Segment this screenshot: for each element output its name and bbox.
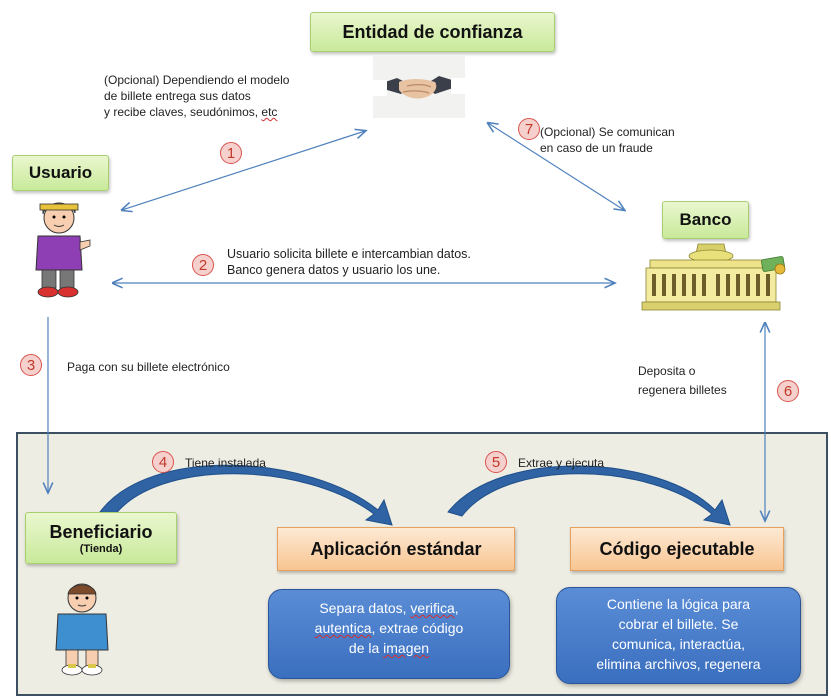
beneficiary-box: Beneficiario (Tienda) — [25, 512, 177, 564]
user-label: Usuario — [28, 163, 93, 182]
note-step-5: Extrae y ejecuta — [518, 456, 605, 470]
exec-code-box: Código ejecutable — [570, 527, 784, 571]
beneficiary-sublabel: (Tienda) — [79, 542, 123, 555]
standard-app-label: Aplicación estándar — [310, 538, 482, 559]
step-badge-3: 3 — [20, 354, 42, 376]
step-badge-4: 4 — [152, 451, 174, 473]
money-icon — [761, 256, 786, 275]
trusted-entity-box: Entidad de confianza — [310, 12, 555, 52]
user-box: Usuario — [12, 155, 109, 191]
note-step-2: Usuario solicita billete e intercambian … — [227, 247, 471, 277]
arrow-user-entity — [122, 131, 365, 210]
step-badge-1: 1 — [220, 142, 242, 164]
bank-label: Banco — [679, 210, 732, 229]
note-step-7: (Opcional) Se comunican en caso de un fr… — [540, 125, 675, 155]
note-step-1: (Opcional) Dependiendo el modelo de bill… — [104, 73, 290, 119]
beneficiary-label: Beneficiario — [49, 521, 153, 542]
step-badge-6: 6 — [777, 380, 799, 402]
step-badge-5: 5 — [485, 451, 507, 473]
bank-building-icon — [641, 243, 781, 311]
exec-code-description: Contiene la lógica para cobrar el billet… — [556, 587, 801, 684]
standard-app-description: Separa datos, verifica, autentica, extra… — [268, 589, 510, 679]
exec-code-label: Código ejecutable — [599, 538, 755, 559]
step-badge-7: 7 — [518, 118, 540, 140]
curved-arrow-4 — [99, 464, 393, 526]
note-step-6: Deposita o regenera billetes — [638, 364, 727, 397]
beneficiary-character-icon — [55, 583, 109, 676]
note-step-3: Paga con su billete electrónico — [67, 360, 230, 374]
arrow-entity-bank — [488, 123, 624, 210]
user-character-icon — [35, 202, 91, 298]
handshake-icon — [373, 56, 465, 118]
bank-box: Banco — [662, 201, 749, 239]
note-step-4: Tiene instalada — [185, 456, 266, 470]
curved-arrow-5 — [447, 465, 731, 526]
trusted-entity-label: Entidad de confianza — [342, 21, 523, 42]
step-badge-2: 2 — [192, 254, 214, 276]
standard-app-box: Aplicación estándar — [277, 527, 515, 571]
